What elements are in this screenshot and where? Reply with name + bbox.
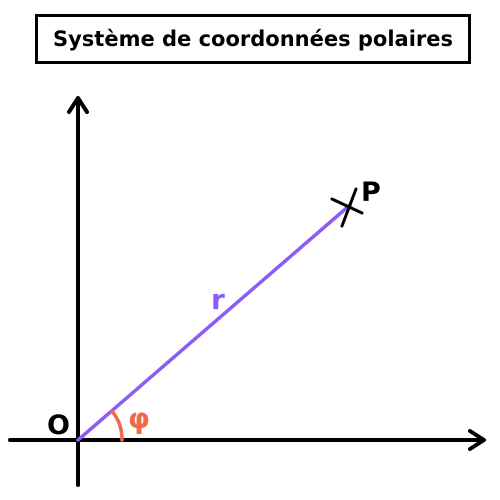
- title-box: Système de coordonnées polaires: [35, 14, 471, 64]
- diagram-title: Système de coordonnées polaires: [52, 27, 454, 51]
- radius-line: [76, 203, 352, 442]
- angle-arc: [110, 409, 124, 442]
- x-axis-arrowhead: [468, 429, 486, 451]
- angle-label: φ: [128, 402, 150, 435]
- point-p-marker: [330, 187, 364, 228]
- point-label: P: [361, 177, 381, 208]
- origin-label: O: [47, 410, 70, 441]
- y-axis-arrowhead: [67, 96, 89, 114]
- radius-label: r: [211, 283, 225, 316]
